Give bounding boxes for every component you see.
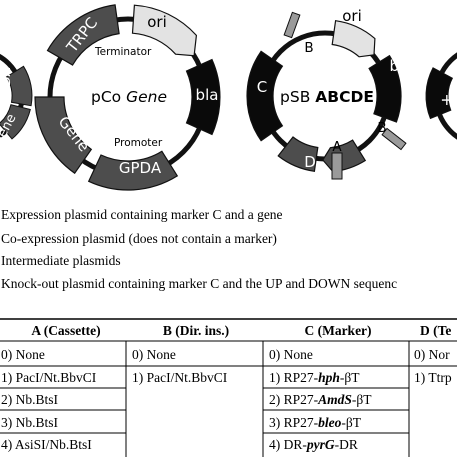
segment-gpda-left-label: GPDA bbox=[0, 68, 14, 105]
table-cell-a1: 1) PacI/Nt.BbvCI bbox=[1, 370, 97, 385]
table-cell-b0: 0) None bbox=[132, 347, 176, 362]
parts-table: A (Cassette) B (Dir. ins.) C (Marker) D … bbox=[0, 318, 457, 457]
table-cell-d1: 1) Ttrp bbox=[414, 370, 452, 385]
site-b-right-label: B bbox=[377, 120, 386, 136]
table-cell-c4: 4) DR-pyrG-DR bbox=[269, 437, 358, 452]
site-b-top bbox=[283, 11, 301, 39]
segment-bla-psb-label: bla bbox=[390, 57, 413, 75]
segment-ori-psb bbox=[331, 20, 376, 58]
terminator-label: Terminator bbox=[94, 46, 152, 58]
segment-c-marker bbox=[246, 50, 284, 142]
caption-2: Co-expression plasmid (does not contain … bbox=[1, 231, 277, 246]
table-header-b: B (Dir. ins.) bbox=[163, 323, 229, 338]
table-header-a: A (Cassette) bbox=[31, 323, 100, 338]
captions: Expression plasmid containing marker C a… bbox=[1, 207, 397, 291]
segment-ori-pco bbox=[131, 4, 198, 57]
segment-black-right bbox=[425, 67, 454, 120]
table-cell-a0: 0) None bbox=[1, 347, 45, 362]
plasmid-right-partial: + bbox=[425, 52, 457, 140]
segment-gpda-left bbox=[5, 65, 33, 107]
table-header-c: C (Marker) bbox=[304, 323, 371, 338]
segment-gpda-pco-label: GPDA bbox=[119, 159, 162, 177]
table-cell-c0: 0) None bbox=[269, 347, 313, 362]
table-cell-c1: 1) RP27-hph-βT bbox=[269, 370, 360, 385]
site-b-right bbox=[381, 127, 407, 151]
promoter-label: Promoter bbox=[114, 137, 163, 149]
plasmid-psb-name: pSB ABCDE bbox=[280, 88, 374, 106]
segment-bla-pco bbox=[185, 58, 221, 136]
segment-gene-pco bbox=[34, 96, 93, 175]
segment-gpda-pco bbox=[87, 150, 179, 191]
segment-gene-left bbox=[0, 104, 31, 140]
segment-e-label: E bbox=[365, 153, 374, 171]
table-cell-c2: 2) RP27-AmdS-βT bbox=[269, 392, 372, 407]
segment-trpc bbox=[46, 4, 120, 66]
segment-bla-psb bbox=[368, 54, 402, 123]
site-b-top-label: B bbox=[304, 40, 313, 56]
plasmid-psb: B B A ori bla C D E pSB ABCDE bbox=[246, 7, 413, 180]
table-cell-c3: 3) RP27-bleo-βT bbox=[269, 415, 362, 430]
table-cell-d0: 0) Nor bbox=[414, 347, 450, 362]
plasmid-left-partial: GPDA Gene bbox=[0, 53, 33, 149]
segment-ori-psb-label: ori bbox=[342, 7, 362, 25]
segment-right-glyph: + bbox=[437, 93, 456, 106]
caption-1: Expression plasmid containing marker C a… bbox=[1, 207, 283, 222]
table-cell-a3: 3) Nb.BtsI bbox=[1, 415, 59, 430]
table-cell-a2: 2) Nb.BtsI bbox=[1, 392, 59, 407]
site-a-label: A bbox=[332, 139, 342, 155]
table-cell-a4: 4) AsiSI/Nb.BtsI bbox=[1, 437, 92, 452]
caption-4: Knock-out plasmid containing marker C an… bbox=[1, 276, 397, 291]
segment-c-label: C bbox=[257, 78, 267, 96]
plasmid-pco-name: pCo Gene bbox=[91, 88, 167, 106]
segment-e bbox=[322, 139, 367, 173]
segment-d bbox=[277, 136, 319, 172]
segment-bla-pco-label: bla bbox=[196, 86, 219, 104]
segment-ori-pco-label: ori bbox=[147, 13, 167, 31]
table-header-d: D (Te bbox=[420, 323, 451, 338]
plasmid-pco: TRPC ori bla GPDA Gene Terminator Promot… bbox=[34, 4, 221, 191]
caption-3: Intermediate plasmids bbox=[1, 253, 121, 268]
segment-d-label: D bbox=[304, 153, 316, 171]
table-cell-b1: 1) PacI/Nt.BbvCI bbox=[132, 370, 228, 385]
site-a bbox=[331, 152, 343, 180]
